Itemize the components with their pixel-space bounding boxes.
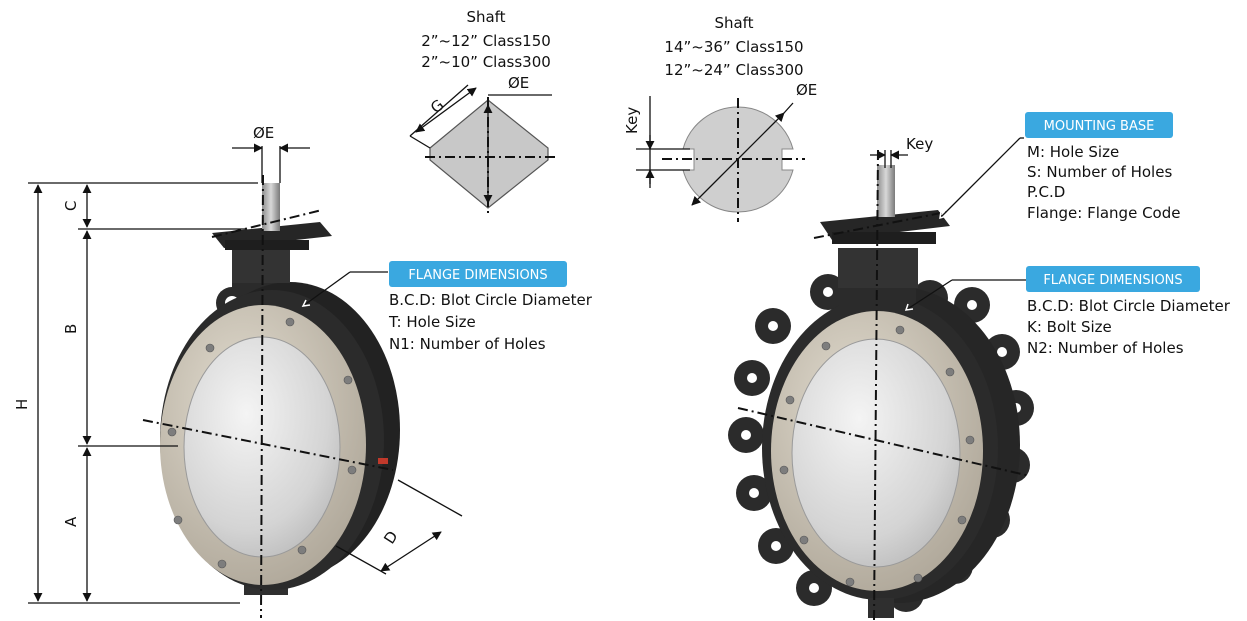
mounting-note-1: M: Hole Size xyxy=(1027,143,1119,161)
right-valve-retainer-bolts xyxy=(779,325,975,587)
dim-d-ext2 xyxy=(397,479,463,517)
right-flange-pointer xyxy=(904,303,914,311)
left-valve-yoke xyxy=(232,245,290,283)
dim-c-label: C xyxy=(62,201,80,211)
shaft-square-range-2: 2”~10” Class300 xyxy=(421,53,551,71)
shaft-keyed-range-1: 14”~36” Class150 xyxy=(664,38,803,56)
square-shaft-e-label: ØE xyxy=(508,74,529,92)
dim-d-ext1 xyxy=(335,545,387,575)
left-valve: ØE C B A H D FLANGE DIMENSIONS B.C.D: Bl… xyxy=(13,124,593,619)
left-flange-note-1: B.C.D: Blot Circle Diameter xyxy=(389,291,593,309)
right-valve-centerline-v xyxy=(873,149,879,621)
left-valve-marker xyxy=(378,458,388,464)
mounting-badge xyxy=(1025,112,1173,138)
left-e-label: ØE xyxy=(253,124,274,142)
shaft-keyed-section: Shaft 14”~36” Class150 12”~24” Class300 … xyxy=(623,14,817,222)
right-valve-centerline-h xyxy=(737,407,1031,477)
mounting-badge-text: MOUNTING BASE xyxy=(1044,119,1155,134)
keyed-shaft-e-label: ØE xyxy=(796,81,817,99)
mounting-leader xyxy=(939,137,1021,219)
mounting-note-2: S: Number of Holes xyxy=(1027,163,1172,181)
keyed-shaft-e-arrow xyxy=(691,112,785,206)
right-valve-top-plate xyxy=(832,232,936,244)
left-flange-badge-text: FLANGE DIMENSIONS xyxy=(408,268,547,283)
left-flange-note-2: T: Hole Size xyxy=(388,313,476,331)
square-shaft-g-label: G xyxy=(427,96,447,117)
left-flange-badge xyxy=(389,261,567,287)
dim-h-label: H xyxy=(13,399,31,410)
left-valve-centerline-top xyxy=(211,209,323,238)
square-shaft-g-arrow xyxy=(415,87,477,133)
right-flange-badge-text: FLANGE DIMENSIONS xyxy=(1043,273,1182,288)
left-flange-leader xyxy=(302,271,351,307)
left-valve-retainer-bolts xyxy=(167,317,357,569)
right-valve-stem xyxy=(877,165,895,217)
dim-a-label: A xyxy=(62,516,80,527)
left-valve-stem xyxy=(262,183,280,231)
keyed-shaft-e-leader xyxy=(783,102,794,114)
right-valve: Key MOUNTING BASE M: Hole Size S: Number… xyxy=(728,112,1231,621)
keyed-shaft-key-label: Key xyxy=(623,107,641,134)
square-shaft-g-tick1 xyxy=(409,135,431,149)
shaft-square-range-1: 2”~12” Class150 xyxy=(421,32,551,50)
right-key-label: Key xyxy=(906,135,933,153)
left-valve-centerline-v xyxy=(260,174,264,619)
mounting-note-4: Flange: Flange Code xyxy=(1027,204,1180,222)
right-valve-bottom-boss xyxy=(868,598,894,618)
left-flange-note-3: N1: Number of Holes xyxy=(389,335,546,353)
dim-b-label: B xyxy=(62,324,80,334)
shaft-square-title: Shaft xyxy=(466,8,505,26)
right-flange-note-3: N2: Number of Holes xyxy=(1027,339,1184,357)
right-flange-leader xyxy=(905,279,953,311)
right-flange-note-2: K: Bolt Size xyxy=(1027,318,1112,336)
mounting-pointer xyxy=(939,210,948,220)
dim-d-label: D xyxy=(380,528,401,548)
shaft-keyed-title: Shaft xyxy=(714,14,753,32)
right-flange-note-1: B.C.D: Blot Circle Diameter xyxy=(1027,297,1231,315)
mounting-note-3: P.C.D xyxy=(1027,183,1065,201)
right-valve-centerline-top xyxy=(813,211,947,239)
dim-d-arrow xyxy=(380,531,442,572)
left-flange-pointer xyxy=(301,299,311,307)
right-flange-badge xyxy=(1026,266,1200,292)
shaft-keyed-range-2: 12”~24” Class300 xyxy=(664,61,803,79)
left-valve-top-plate xyxy=(225,240,309,250)
left-valve-centerline-h xyxy=(142,419,394,471)
shaft-square-section: Shaft 2”~12” Class150 2”~10” Class300 ØE… xyxy=(409,8,555,215)
